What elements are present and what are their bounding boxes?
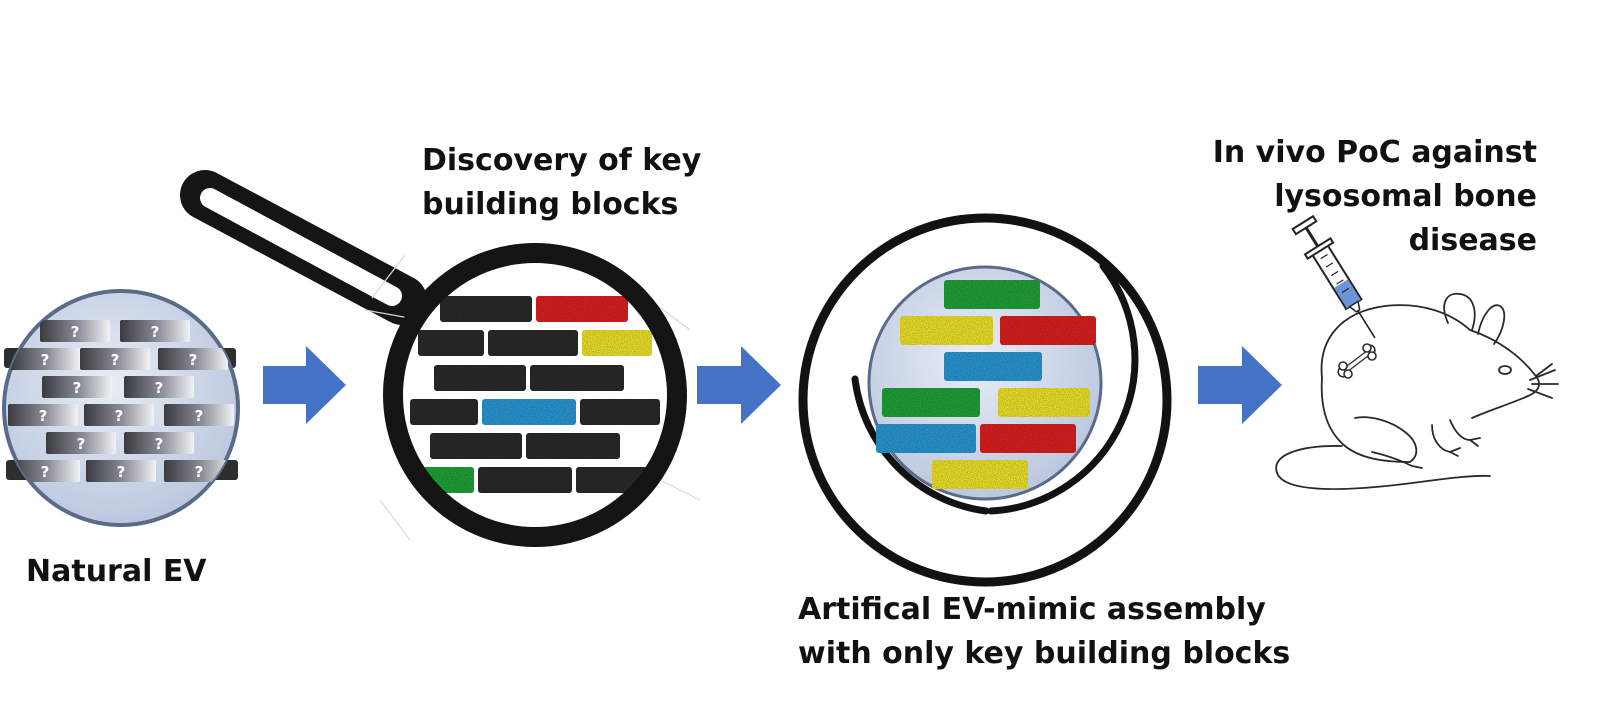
inner-membrane-arc: [987, 262, 1139, 515]
question-mark: ?: [189, 351, 198, 369]
unknown-brick: [8, 404, 78, 426]
question-mark: ?: [151, 323, 160, 341]
arrow-right-icon: [263, 346, 346, 424]
component-brick: [410, 399, 478, 425]
component-brick: [580, 399, 660, 425]
key-building-block: [536, 296, 628, 322]
question-mark: ?: [77, 435, 86, 453]
unknown-brick: [40, 320, 110, 342]
component-brick: [430, 433, 522, 459]
question-mark: ?: [71, 323, 80, 341]
question-mark: ?: [115, 407, 124, 425]
component-brick: [434, 365, 526, 391]
magnifier-icon: [180, 170, 701, 547]
in-vivo-label: In vivo PoC against lysosomal bone disea…: [1212, 135, 1537, 258]
discovery-label: Discovery of key building blocks: [422, 143, 702, 222]
unknown-brick: [10, 348, 80, 370]
key-building-block: [944, 280, 1040, 309]
natural-ev-label: Natural EV: [26, 554, 207, 589]
question-mark: ?: [195, 407, 204, 425]
bone-icon: [1337, 343, 1377, 379]
question-mark: ?: [155, 379, 164, 397]
question-mark: ?: [117, 463, 126, 481]
key-building-block: [582, 330, 652, 356]
outer-membrane: [798, 213, 1172, 587]
natural-ev: ???????????????: [2, 289, 240, 527]
key-building-block: [482, 399, 576, 425]
unknown-brick: [80, 348, 150, 370]
key-building-block: [932, 460, 1028, 489]
artificial-ev: [798, 213, 1172, 587]
unknown-brick: [124, 432, 194, 454]
question-mark: ?: [41, 351, 50, 369]
mouse-icon: [1275, 293, 1559, 490]
question-mark: ?: [111, 351, 120, 369]
inner-membrane-arc: [851, 375, 990, 515]
question-mark: ?: [155, 435, 164, 453]
component-brick: [440, 296, 532, 322]
unknown-brick: [120, 320, 190, 342]
key-building-block: [882, 388, 980, 417]
question-mark: ?: [195, 463, 204, 481]
arrow-right-icon: [697, 346, 781, 424]
key-building-block: [944, 352, 1042, 381]
component-brick: [526, 433, 620, 459]
component-brick: [530, 365, 624, 391]
component-brick: [478, 467, 572, 493]
unknown-brick: [86, 460, 156, 482]
key-building-block: [1000, 316, 1096, 345]
question-mark: ?: [39, 407, 48, 425]
key-building-block: [980, 424, 1076, 453]
unknown-brick: [124, 376, 194, 398]
component-brick: [418, 330, 484, 356]
component-brick: [488, 330, 578, 356]
question-mark: ?: [41, 463, 50, 481]
key-building-block: [998, 388, 1090, 417]
arrow-right-icon: [1198, 346, 1282, 424]
unknown-brick: [42, 376, 112, 398]
unknown-brick: [84, 404, 154, 426]
unknown-brick: [158, 348, 228, 370]
question-mark: ?: [73, 379, 82, 397]
key-building-block: [876, 424, 976, 453]
artificial-ev-label: Artifical EV-mimic assembly with only ke…: [798, 592, 1291, 671]
syringe-icon: [1291, 214, 1376, 339]
unknown-brick: [46, 432, 116, 454]
unknown-brick: [10, 460, 80, 482]
unknown-brick: [164, 404, 234, 426]
key-building-block: [900, 316, 993, 345]
